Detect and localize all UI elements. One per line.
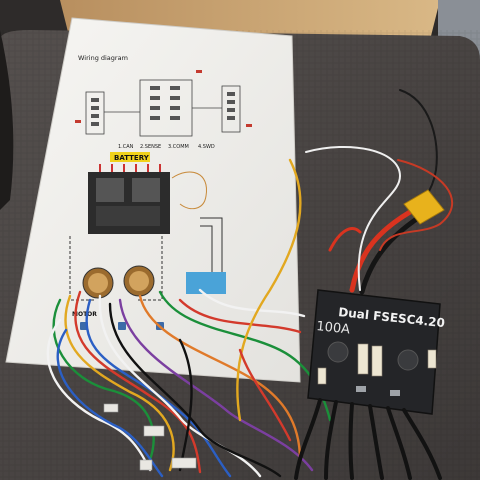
sheet-label-swd: 4.SWD bbox=[198, 144, 215, 150]
fsesc-board: Dual FSESC4.20 100A bbox=[307, 289, 446, 415]
motor-drawings bbox=[82, 265, 155, 299]
red-arrow-markers bbox=[75, 70, 252, 127]
motor-label: MOTOR bbox=[72, 311, 97, 318]
esc-board-drawing bbox=[88, 164, 170, 234]
remote-module-drawing bbox=[186, 272, 226, 294]
board-usb-ports bbox=[356, 386, 400, 396]
couch-shadow bbox=[0, 30, 14, 210]
battery-label: BATTERY bbox=[114, 154, 150, 162]
board-capacitors bbox=[327, 341, 419, 371]
motor-phase-wires bbox=[294, 398, 442, 480]
battery-label-bg bbox=[110, 152, 150, 162]
sheet-heading: Wiring diagram bbox=[78, 54, 128, 62]
connector-pins bbox=[91, 86, 235, 126]
xt60-connector bbox=[403, 189, 445, 225]
sheet-label-can: 1.CAN bbox=[118, 144, 134, 150]
board-headers bbox=[317, 343, 437, 385]
cable-bundle bbox=[46, 158, 332, 478]
sheet-label-sense: 2.SENSE bbox=[140, 144, 161, 150]
board-rating: 100A bbox=[316, 319, 351, 337]
jst-connectors bbox=[103, 403, 197, 471]
sheet-label-comm: 3.COMM bbox=[168, 144, 189, 150]
diagram-wires bbox=[69, 171, 223, 301]
connector-diagrams bbox=[85, 79, 241, 137]
